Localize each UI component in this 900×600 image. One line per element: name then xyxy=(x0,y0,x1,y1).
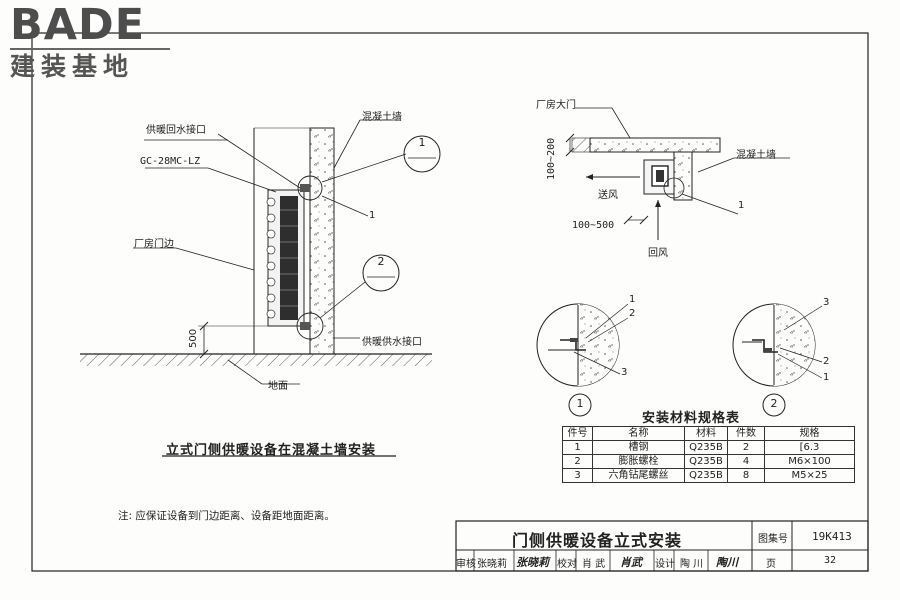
label-plan-concrete-wall: 混凝土墙 xyxy=(736,150,776,161)
table-cell: 槽钢 xyxy=(592,440,685,455)
header-cell: 件号 xyxy=(562,426,593,441)
logo: BADE 建装基地 xyxy=(10,2,185,84)
spec-table: 件号 名称 材料 件数 规格 1 槽钢 Q235B 2 [6.3 2 膨胀螺栓 … xyxy=(562,426,855,483)
table-cell: 8 xyxy=(727,468,765,483)
logo-rule xyxy=(10,48,170,50)
logo-text-cn: 建装基地 xyxy=(10,52,135,81)
header-cell: 名称 xyxy=(592,426,685,441)
page-label: 页 xyxy=(766,559,776,570)
plan-view xyxy=(565,107,790,240)
title-block-title: 门侧供暖设备立式安装 xyxy=(512,531,683,550)
left-elevation xyxy=(80,119,441,457)
title-block-lines xyxy=(455,520,869,572)
reviewer-name: 张晓莉 xyxy=(477,559,507,570)
callout-bubble-2 xyxy=(362,254,400,292)
label-ground: 地面 xyxy=(268,381,288,392)
heater-unit xyxy=(266,184,310,330)
designer-signature: 陶川 xyxy=(716,556,738,569)
table-row: 2 膨胀螺栓 Q235B 4 M6×100 xyxy=(562,454,855,469)
label-supply-port: 供暖供水接口 xyxy=(362,337,422,348)
check-label: 校对 xyxy=(557,559,577,570)
table-cell: 1 xyxy=(562,440,593,455)
table-cell: Q235B xyxy=(684,468,728,483)
drawing-frame xyxy=(31,32,869,572)
label-return-port: 供暖回水接口 xyxy=(146,125,206,136)
label-door-edge: 厂房门边 xyxy=(134,239,174,250)
detail-2-item-3: 3 xyxy=(823,297,830,308)
spec-table-header: 件号 名称 材料 件数 规格 xyxy=(562,426,855,441)
detail-1-item-1: 1 xyxy=(629,294,636,305)
table-cell: Q235B xyxy=(684,440,728,455)
page-number: 32 xyxy=(824,555,837,566)
designer-name: 陶 川 xyxy=(680,559,704,570)
label-dim-500: 500 xyxy=(188,328,199,348)
table-cell: M6×100 xyxy=(764,454,855,469)
reviewer-signature: 张晓莉 xyxy=(516,556,549,569)
table-cell: 2 xyxy=(562,454,593,469)
header-cell: 规格 xyxy=(764,426,855,441)
leader-1-number: 1 xyxy=(369,210,376,221)
atlas-number: 19K413 xyxy=(812,530,852,543)
note-text: 注: 应保证设备到门边距离、设备距地面距离。 xyxy=(118,510,335,522)
table-cell: 六角钻尾螺丝 xyxy=(592,468,685,483)
logo-text-en: BADE xyxy=(10,0,146,50)
elevation-title: 立式门侧供暖设备在混凝土墙安装 xyxy=(166,443,377,458)
label-supply-air: 送风 xyxy=(598,190,618,201)
detail-2-item-1: 1 xyxy=(823,372,830,383)
label-concrete-wall: 混凝土墙 xyxy=(362,112,402,123)
table-row: 1 槽钢 Q235B 2 [6.3 xyxy=(562,440,855,455)
table-cell: [6.3 xyxy=(764,440,855,455)
table-cell: 2 xyxy=(727,440,765,455)
review-label: 审核 xyxy=(456,559,476,570)
table-row: 3 六角钻尾螺丝 Q235B 8 M5×25 xyxy=(562,468,855,483)
callout-bubble-1 xyxy=(403,135,441,173)
callout-1-number: 1 xyxy=(418,136,426,149)
table-cell: Q235B xyxy=(684,454,728,469)
callout-2-number: 2 xyxy=(377,255,385,268)
header-cell: 材料 xyxy=(684,426,728,441)
ground-hatch xyxy=(80,354,432,366)
table-cell: 膨胀螺栓 xyxy=(592,454,685,469)
table-cell: M5×25 xyxy=(764,468,855,483)
checker-signature: 肖武 xyxy=(620,556,642,569)
label-plan-callout-1: 1 xyxy=(738,200,745,211)
design-label: 设计 xyxy=(655,559,675,570)
label-return-air: 回风 xyxy=(648,248,668,259)
atlas-label: 图集号 xyxy=(758,534,788,545)
detail-2 xyxy=(732,303,823,417)
label-model: GC-28MC-LZ xyxy=(140,156,201,167)
checker-name: 肖 武 xyxy=(582,559,606,570)
label-factory-door: 厂房大门 xyxy=(536,100,576,111)
detail-1-id: 1 xyxy=(576,397,584,410)
table-cell: 3 xyxy=(562,468,593,483)
header-cell: 件数 xyxy=(727,426,765,441)
label-dim-100-500: 100~500 xyxy=(572,220,615,231)
detail-2-id: 2 xyxy=(770,397,778,410)
detail-1 xyxy=(536,303,629,417)
detail-2-item-2: 2 xyxy=(823,356,830,367)
table-cell: 4 xyxy=(727,454,765,469)
detail-1-item-3: 3 xyxy=(621,367,628,378)
detail-1-item-2: 2 xyxy=(629,308,636,319)
spec-table-title: 安装材料规格表 xyxy=(642,411,741,426)
label-dim-100-200: 100~200 xyxy=(546,137,557,180)
